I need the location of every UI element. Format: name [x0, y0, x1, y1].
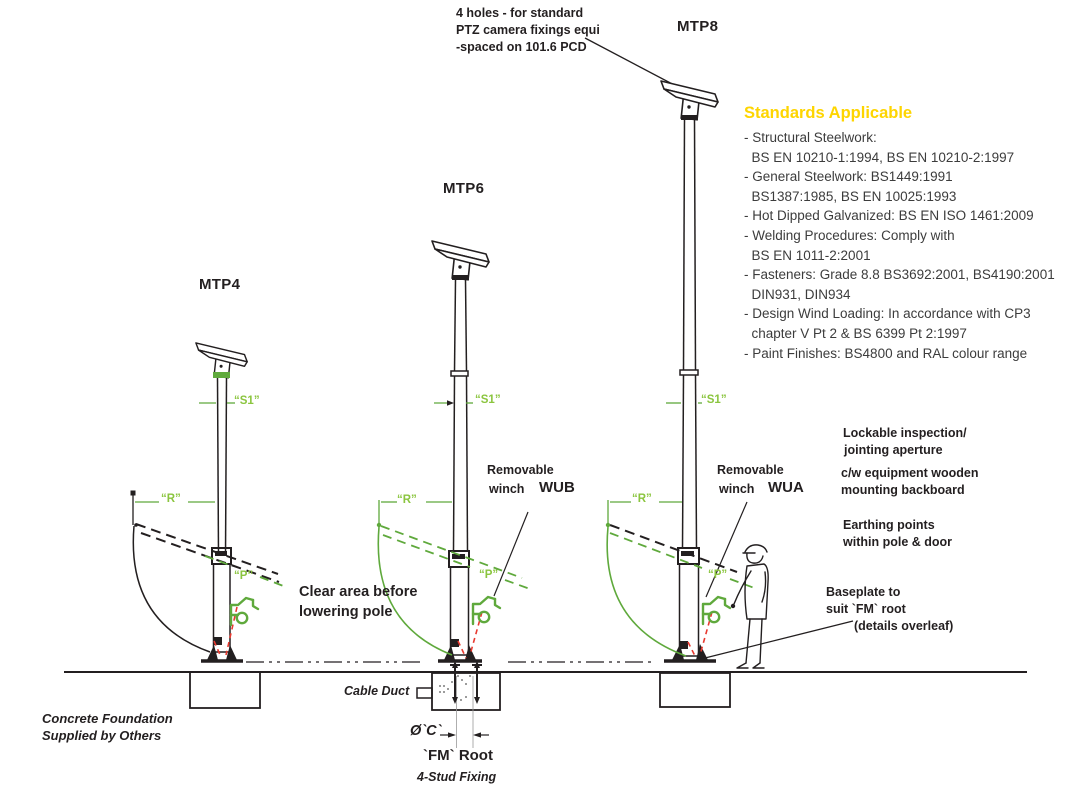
foundation-mtp8 — [659, 672, 731, 708]
cable-duct-stub — [416, 687, 433, 699]
standards-item: BS1387:1985, BS EN 10025:1993 — [744, 188, 957, 204]
dim-s1-mtp8: “S1” — [701, 394, 727, 406]
removable-winch-label-mtp6: Removable — [487, 463, 554, 477]
swing-arc — [606, 526, 687, 657]
clear-area-note-line2: lowering pole — [299, 604, 393, 620]
winch-leader — [493, 511, 529, 597]
dim-r-lines — [378, 402, 473, 525]
standards-item: - Welding Procedures: Comply with — [744, 227, 955, 243]
winch-cable — [687, 611, 713, 659]
earthing-points-note-line1: Earthing points — [843, 518, 935, 532]
standards-item: - General Steelwork: BS1449:1991 — [744, 169, 953, 185]
pole-mtp6 — [376, 240, 531, 663]
concrete-foundation-note-line2: Supplied by Others — [42, 728, 162, 743]
lowered-pole-dashed — [135, 523, 280, 583]
camera-fixing-note-line2: PTZ camera fixings equi — [456, 23, 600, 37]
foundation-dots — [439, 675, 471, 701]
standards-item: - Structural Steelwork: — [744, 130, 877, 145]
dim-p-mtp4: “P” — [234, 570, 254, 582]
removable-winch-label-mtp6: winch — [489, 482, 525, 496]
standards-item: - Hot Dipped Galvanized: BS EN ISO 1461:… — [744, 208, 1034, 224]
lockable-aperture-note-line2: jointing aperture — [844, 443, 943, 457]
standards-item: DIN931, DIN934 — [744, 286, 851, 302]
lockable-aperture-note-line1: Lockable inspection/ — [843, 426, 967, 440]
foundation-mtp4 — [189, 671, 261, 709]
ground-line-group — [64, 661, 1027, 711]
anchor-studs — [450, 661, 482, 704]
winch-leader — [705, 501, 748, 598]
clear-area-note-line1: Clear area before — [299, 584, 418, 600]
standards-item: chapter V Pt 2 & BS 6399 Pt 2:1997 — [744, 325, 967, 341]
dim-r-lines — [607, 402, 702, 525]
removable-winch-label-mtp8: Removable — [717, 463, 784, 477]
dim-p-mtp8: “P” — [708, 569, 728, 581]
standards-heading: Standards Applicable — [744, 104, 913, 122]
standards-panel: Standards Applicable - Structural Steelw… — [744, 104, 1088, 363]
winch-icon — [229, 596, 260, 627]
winch-cable — [457, 611, 483, 659]
pole-top-band — [213, 372, 230, 378]
camera-fixing-note-line1: 4 holes - for standard — [456, 6, 584, 20]
winch-icon — [701, 595, 732, 626]
dia-c-dimension-label: Ø`C` — [410, 723, 442, 739]
dim-r-mtp4: “R” — [161, 493, 181, 505]
person-figure — [730, 544, 769, 669]
baseplate-note-line2: suit `FM` root — [826, 602, 906, 616]
equipment-backboard-note-line1: c/w equipment wooden — [841, 466, 979, 480]
winch-unit-wua: WUA — [768, 479, 804, 496]
dim-s1-mtp4: “S1” — [234, 395, 260, 407]
dim-r-lines — [135, 402, 235, 503]
baseplate-note-line1: Baseplate to — [826, 585, 901, 599]
concrete-foundation-note-line1: Concrete Foundation — [42, 711, 173, 726]
pole-mtp4 — [130, 342, 287, 663]
standards-item: BS EN 10210-1:1994, BS EN 10210-2:1997 — [744, 149, 1015, 165]
swing-arc — [132, 525, 211, 653]
stud-fixing-label: 4-Stud Fixing — [417, 770, 497, 784]
standards-item: - Fasteners: Grade 8.8 BS3692:2001, BS41… — [744, 267, 1055, 283]
equipment-backboard-note-line2: mounting backboard — [841, 483, 965, 497]
dim-r-mtp6: “R” — [397, 494, 417, 506]
dim-p-mtp6: “P” — [479, 569, 499, 581]
standards-item: - Paint Finishes: BS4800 and RAL colour … — [744, 345, 1028, 361]
winch-cable — [213, 606, 238, 658]
swing-arc — [377, 526, 453, 656]
fm-root-label: `FM` Root — [423, 747, 493, 764]
pole-mtp8 — [605, 80, 758, 663]
standards-item: BS EN 1011-2:2001 — [744, 247, 871, 263]
removable-winch-label-mtp8: winch — [719, 482, 755, 496]
winch-icon — [471, 595, 502, 626]
foundation-mtp6 — [431, 672, 501, 711]
pole-label-mtp8: MTP8 — [677, 18, 719, 35]
standards-item: - Design Wind Loading: In accordance wit… — [744, 306, 1031, 322]
camera-fixing-note-line3: -spaced on 101.6 PCD — [456, 40, 587, 54]
earthing-points-note-line2: within pole & door — [843, 535, 953, 549]
lowered-pole-dashed — [380, 525, 531, 590]
fm-root-dimension — [440, 676, 489, 748]
winch-unit-wub: WUB — [539, 479, 575, 496]
lowered-pole-dashed — [609, 524, 738, 573]
cable-duct-label: Cable Duct — [344, 684, 410, 698]
dim-s1-mtp6: “S1” — [475, 394, 501, 406]
pole-label-mtp6: MTP6 — [443, 180, 485, 197]
baseplate-note-line3: (details overleaf) — [854, 619, 954, 633]
pole-label-mtp4: MTP4 — [199, 276, 241, 293]
baseplate-leader — [700, 620, 854, 660]
dim-r-mtp8: “R” — [632, 493, 652, 505]
